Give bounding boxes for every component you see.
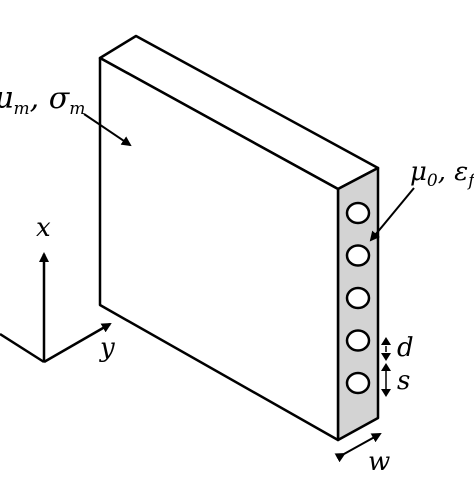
fiber-material-arrow (369, 187, 415, 242)
x-axis-label: x (36, 213, 51, 243)
dimension-s-arrowhead-bottom (381, 389, 391, 397)
dimension-w: w (334, 433, 390, 477)
dimension-s-label: s (397, 366, 410, 396)
fiber-material-label: μ0, εf (369, 157, 474, 242)
slab-material-arrow (83, 113, 132, 147)
dimension-w-label: w (368, 447, 390, 474)
fiber-hole (345, 329, 371, 352)
fiber-hole (345, 371, 371, 395)
y-axis-label: y (99, 333, 115, 363)
dimension-d: d (381, 333, 414, 363)
slab (98, 34, 380, 442)
dimension-s-arrowhead-top (381, 363, 391, 371)
fiber-holes (345, 201, 371, 395)
z-axis-line (0, 332, 45, 364)
dimension-s: s (381, 363, 410, 397)
coordinate-axes: x y (0, 213, 115, 364)
dimension-d-label: d (397, 333, 414, 363)
slab-material-label: μm, σm (0, 81, 132, 147)
fiber-material-text: μ0, εf (410, 157, 474, 191)
fiber-hole (345, 201, 371, 225)
slab-material-text: μm, σm (0, 81, 85, 119)
dimension-d-arrowhead-bottom (381, 353, 391, 361)
fiber-hole (345, 286, 371, 310)
fiber-hole (345, 244, 371, 267)
y-axis-arrow (43, 322, 112, 364)
dimension-w-arrow (334, 433, 382, 463)
dimension-d-arrowhead-top (381, 337, 391, 345)
